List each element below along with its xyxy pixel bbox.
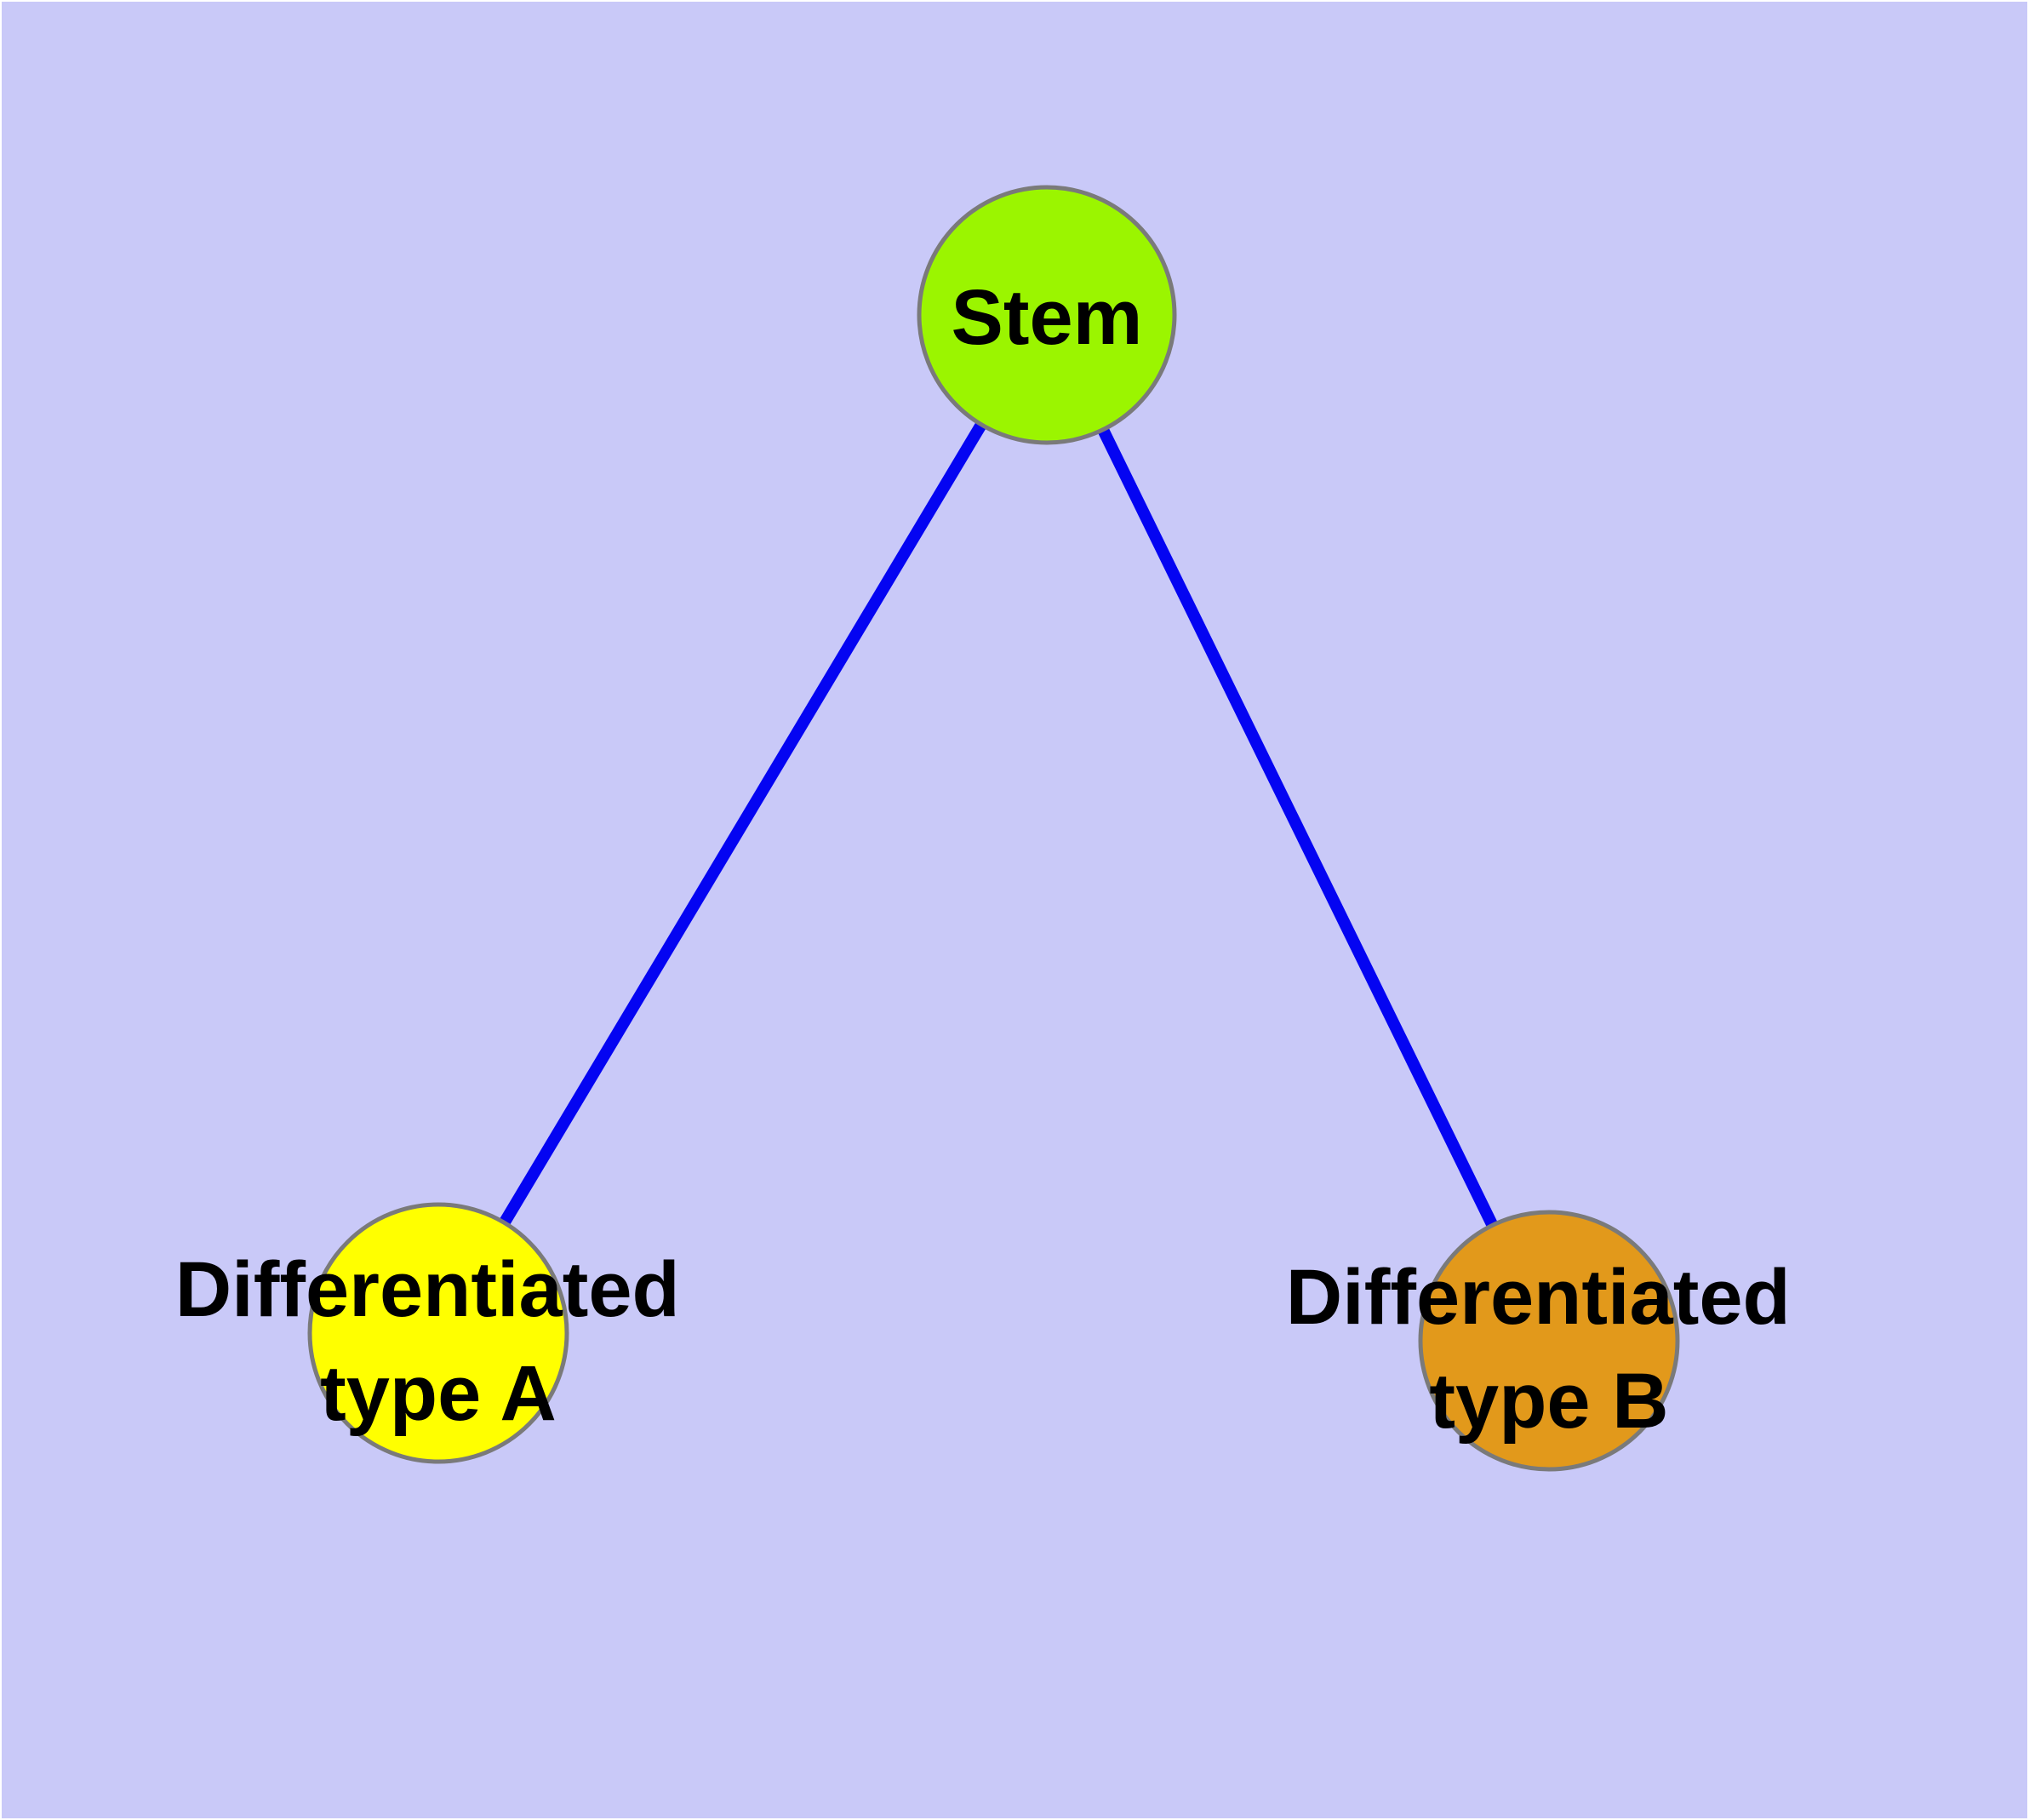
node-stem-label: Stem bbox=[952, 274, 1143, 361]
node-type-b-label: Differentiated type B bbox=[1286, 1254, 1813, 1445]
node-type-b bbox=[1418, 1210, 1680, 1472]
node-type-a-label: Differentiated type A bbox=[175, 1246, 702, 1437]
node-type-b-label-line2: type B bbox=[1429, 1358, 1668, 1445]
node-stem bbox=[917, 185, 1177, 445]
node-type-a-label-line2: type A bbox=[320, 1350, 557, 1437]
node-type-b-label-line1: Differentiated bbox=[1286, 1254, 1791, 1341]
node-type-a-label-line1: Differentiated bbox=[175, 1246, 680, 1333]
edge-stem-to-type-b bbox=[1041, 312, 1555, 1344]
edge-stem-to-type-a bbox=[432, 312, 1053, 1336]
node-type-a bbox=[307, 1202, 569, 1464]
